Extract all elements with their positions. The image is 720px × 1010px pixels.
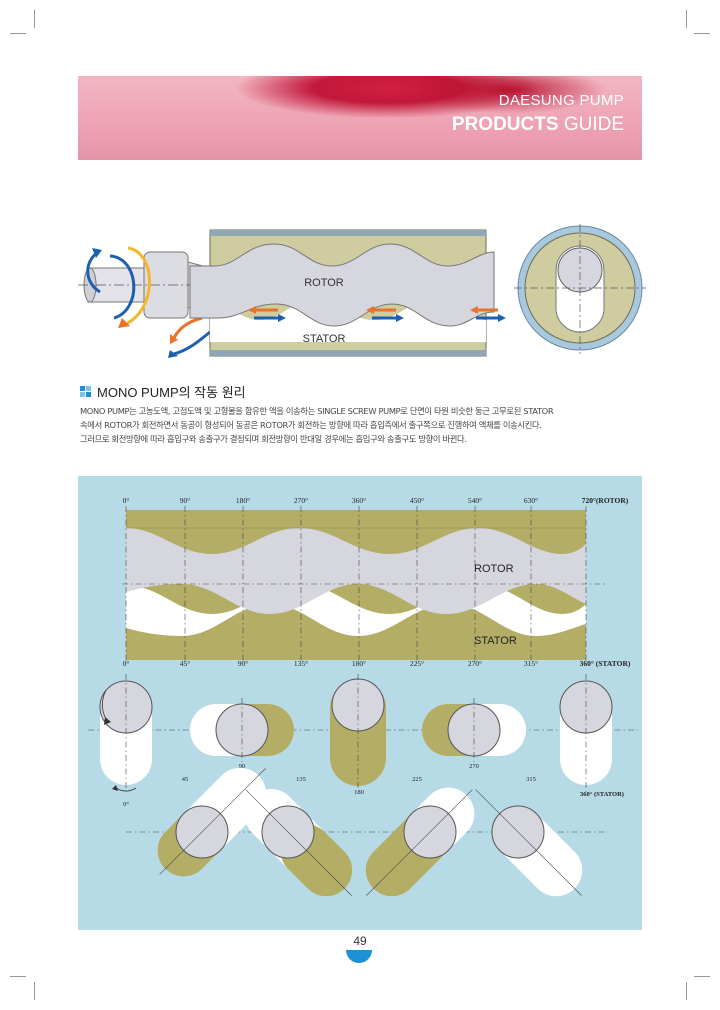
pump-cross-section-diagram: ROTOR STATOR [78, 224, 646, 358]
rotation-arrows [86, 246, 211, 358]
position-45 [157, 767, 267, 877]
position-label: 315 [526, 776, 536, 783]
products-guide-title: PRODUCTS GUIDE [451, 114, 624, 135]
stator-angle-label: 360° (STATOR) [580, 659, 631, 668]
position-label: 270 [469, 763, 479, 770]
liquid-splash-image [408, 76, 608, 114]
section-heading: MONO PUMP의 작동 원리 [80, 382, 246, 401]
rotor-label: ROTOR [474, 563, 514, 575]
rotor-shape [189, 243, 495, 327]
section-bullet-icon [80, 386, 91, 397]
stator-label: STATOR [474, 635, 517, 647]
position-label: 0° [123, 801, 129, 808]
crop-mark [10, 976, 26, 977]
stator-angle-label: 45° [180, 659, 191, 668]
stator-angle-label: 90° [238, 659, 249, 668]
stator-angle-label: 180° [352, 659, 366, 668]
position-label: 45 [182, 776, 189, 783]
stator-angle-label: 135° [294, 659, 308, 668]
rotor-angle-label: 720°(ROTOR) [582, 496, 629, 505]
position-135 [245, 789, 353, 897]
housing-band [210, 230, 486, 236]
paragraph-line: MONO PUMP는 고농도액, 고점도액 및 고형물을 함유한 액을 이송하는… [80, 406, 554, 416]
rotor-band [126, 528, 586, 614]
page-tab-marker [346, 950, 372, 963]
paragraph-line: 그러므로 회전방향에 따라 흡입구와 송출구가 결정되며 회전방향이 반대일 경… [80, 434, 467, 444]
stator-end-view [514, 224, 646, 354]
position-90: 90 [190, 698, 294, 770]
position-180 [330, 674, 386, 790]
brand-name: DAESUNG PUMP [498, 92, 624, 109]
position-0: 0° [99, 674, 153, 808]
position-225 [365, 787, 475, 897]
header-banner: DAESUNG PUMP PRODUCTS GUIDE [78, 76, 642, 160]
rotation-angle-diagram: 0° 90° 180° 270° 360° 450° 540° 630° 720… [78, 476, 642, 930]
page-number: 49 [353, 934, 367, 948]
crop-mark [686, 10, 687, 28]
stator-label: STATOR [303, 333, 346, 345]
position-label: 225 [412, 776, 422, 783]
position-label: 360° (STATOR) [580, 791, 624, 798]
crop-mark [694, 33, 710, 34]
position-label: 135 [296, 776, 306, 783]
rotor-label: ROTOR [304, 277, 344, 289]
rotor-angle-label: 360° [352, 496, 366, 505]
paragraph-line: 속에서 ROTOR가 회전하면서 동공이 형성되어 동공은 ROTOR가 회전하… [80, 420, 542, 430]
section-paragraph: MONO PUMP는 고농도액, 고점도액 및 고형물을 함유한 액을 이송하는… [80, 404, 642, 446]
rotor-angle-label: 270° [294, 496, 308, 505]
crop-mark [10, 33, 26, 34]
rotor-angle-label: 630° [524, 496, 538, 505]
stator-angle-label: 225° [410, 659, 424, 668]
section-title: MONO PUMP의 작동 원리 [97, 385, 246, 400]
position-label: 90 [239, 763, 246, 770]
rotor-angle-label: 180° [236, 496, 250, 505]
position-label: 180 [354, 789, 364, 796]
rotation-angle-svg: 0° 90° 180° 270° 360° 450° 540° 630° 720… [88, 496, 638, 897]
stator-angle-label: 270° [468, 659, 482, 668]
flow-arrows [248, 306, 506, 322]
stator-angle-label: 315° [524, 659, 538, 668]
crop-mark [686, 982, 687, 1000]
position-315 [475, 789, 583, 897]
rotor-angle-label: 450° [410, 496, 424, 505]
stator-angle-label: 0° [123, 659, 130, 668]
position-360 [559, 674, 613, 792]
crop-mark [694, 976, 710, 977]
crop-mark [34, 982, 35, 1000]
housing-band [210, 350, 486, 356]
crop-mark [34, 10, 35, 28]
position-270: 270 [422, 698, 526, 770]
rotor-angle-label: 0° [123, 496, 130, 505]
angle-gridlines [122, 506, 608, 664]
rotor-angle-label: 90° [180, 496, 191, 505]
rotor-angle-label: 540° [468, 496, 482, 505]
